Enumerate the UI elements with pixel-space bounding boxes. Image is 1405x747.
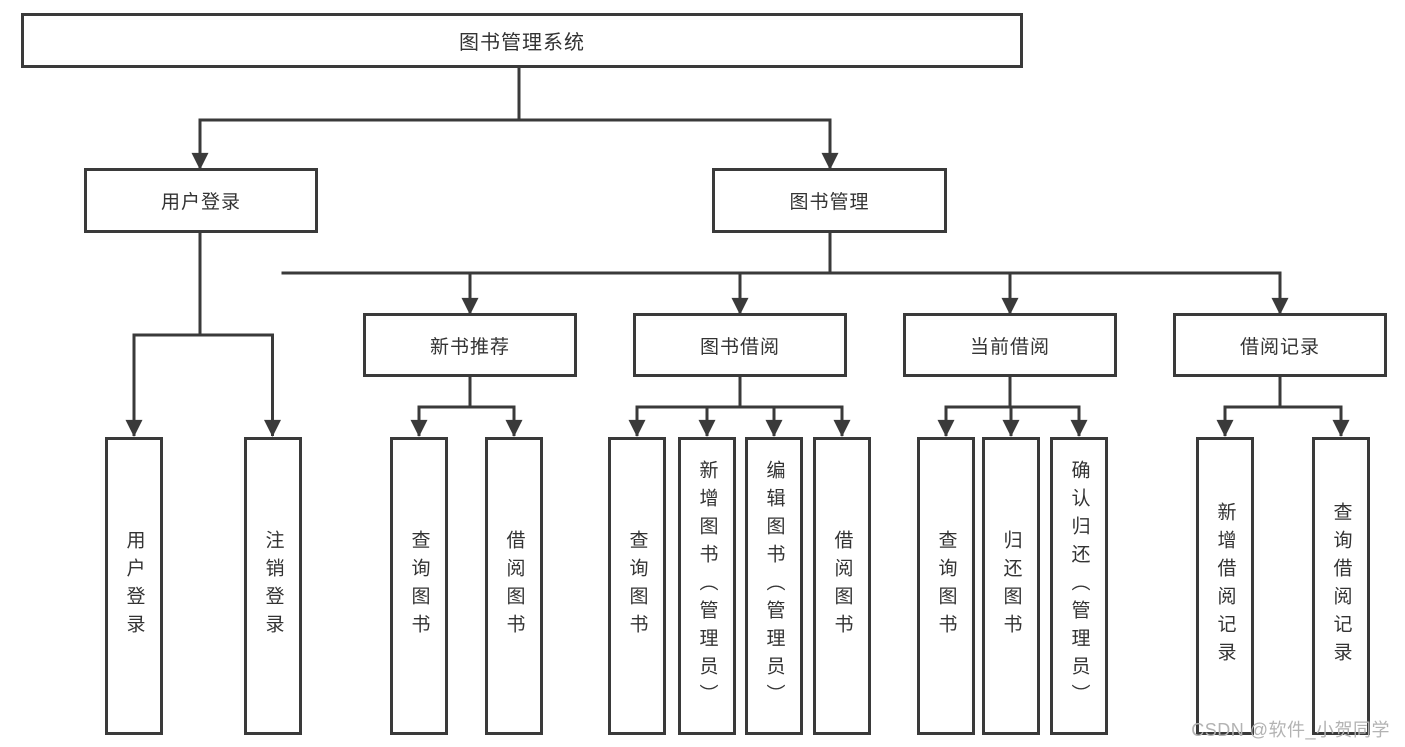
leaf-label: 查询借阅记录 — [1330, 502, 1352, 670]
leaf-label: 归还图书 — [1000, 530, 1022, 642]
node-bb-query-books: 查询图书 — [608, 437, 666, 735]
leaf-label: 新增借阅记录 — [1214, 502, 1236, 670]
node-bb-borrow-books: 借阅图书 — [813, 437, 871, 735]
node-bb-edit-books-admin: 编辑图书（管理员） — [745, 437, 803, 735]
leaf-label: 借阅图书 — [503, 530, 525, 642]
leaf-label: 查询图书 — [408, 530, 430, 642]
node-borrow-records: 借阅记录 — [1173, 313, 1387, 377]
node-user-login-branch: 用户登录 — [84, 168, 318, 233]
node-rec-query-books: 查询图书 — [390, 437, 448, 735]
leaf-label: 新增图书（管理员） — [696, 460, 718, 712]
watermark: CSDN @软件_小贺同学 — [1191, 720, 1390, 740]
leaf-label: 查询图书 — [935, 530, 957, 642]
leaf-label: 借阅图书 — [831, 530, 853, 642]
node-cb-confirm-return-admin: 确认归还（管理员） — [1050, 437, 1108, 735]
node-cb-return-books: 归还图书 — [982, 437, 1040, 735]
leaf-label: 编辑图书（管理员） — [763, 460, 785, 712]
node-book-borrow: 图书借阅 — [633, 313, 847, 377]
leaf-label: 确认归还（管理员） — [1068, 460, 1090, 712]
node-book-management-branch: 图书管理 — [712, 168, 947, 233]
node-login-leaf: 用户登录 — [105, 437, 163, 735]
leaf-label: 用户登录 — [123, 530, 145, 642]
node-library-system: 图书管理系统 — [21, 13, 1023, 68]
leaf-label: 查询图书 — [626, 530, 648, 642]
node-rd-query-borrow-record: 查询借阅记录 — [1312, 437, 1370, 735]
node-bb-add-books-admin: 新增图书（管理员） — [678, 437, 736, 735]
node-cb-query-books: 查询图书 — [917, 437, 975, 735]
node-logout-leaf: 注销登录 — [244, 437, 302, 735]
leaf-label: 注销登录 — [262, 530, 284, 642]
node-rec-borrow-books: 借阅图书 — [485, 437, 543, 735]
node-current-borrow: 当前借阅 — [903, 313, 1117, 377]
node-rd-add-borrow-record: 新增借阅记录 — [1196, 437, 1254, 735]
node-new-book-recommend: 新书推荐 — [363, 313, 577, 377]
